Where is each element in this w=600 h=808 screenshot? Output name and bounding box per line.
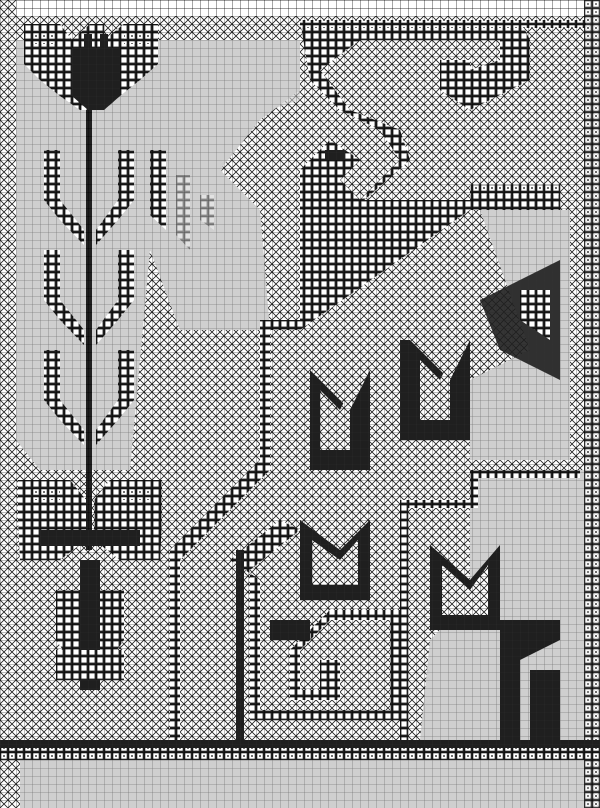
filet-chart-canvas bbox=[0, 0, 600, 808]
grid-overlay bbox=[0, 0, 600, 808]
